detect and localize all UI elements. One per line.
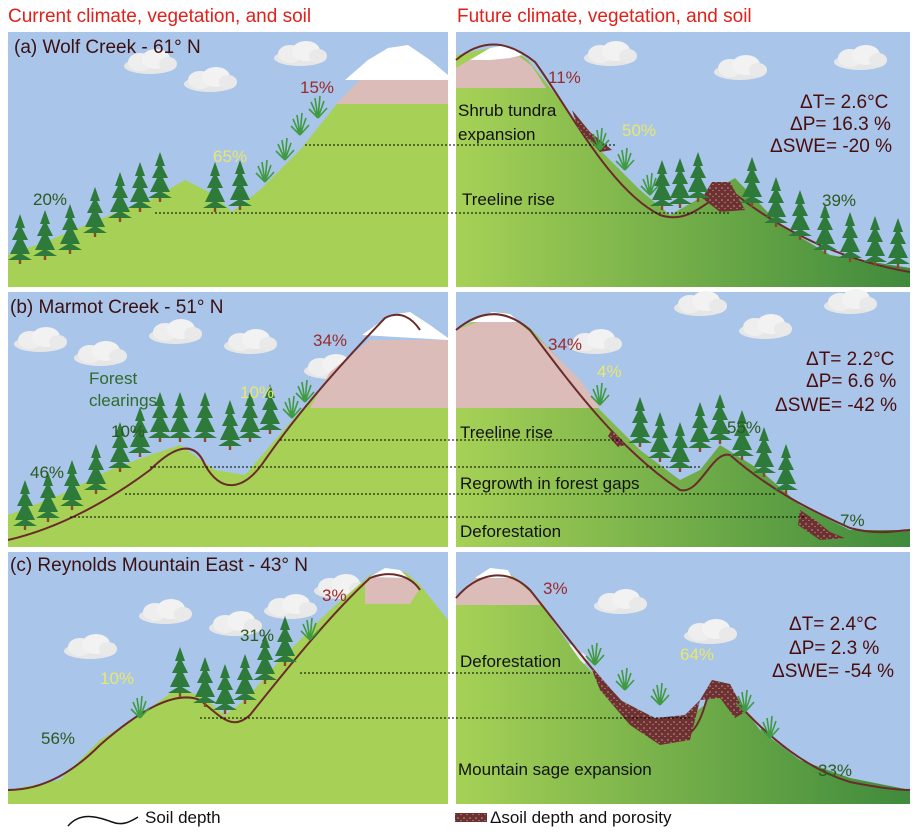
upper-percent-current: 31% (240, 626, 274, 645)
soil-depth-legend-icon (67, 815, 139, 827)
change-label: Shrub tundra (458, 101, 557, 120)
summit-percent-future: 34% (548, 335, 582, 354)
legend-soil-change: Δsoil depth and porosity (490, 808, 672, 827)
delta-p: ΔP= 6.6 % (806, 371, 896, 392)
snow-cap-icon (362, 312, 448, 340)
legend-soil-depth: Soil depth (145, 808, 221, 827)
change-label: Mountain sage expansion (458, 760, 652, 779)
delta-swe: ΔSWE= -54 % (772, 661, 894, 682)
mountain-current (8, 80, 448, 287)
soil-depth-line (455, 313, 911, 534)
delta-p: ΔP= 2.3 % (789, 638, 879, 659)
soil-change-patch (702, 182, 745, 212)
mountain-future (456, 45, 910, 287)
soil-change-patch (798, 510, 845, 540)
panel-b: (b) Marmot Creek - 51° N 34% 10% Forest … (7, 289, 911, 547)
change-label: Treeline rise (460, 423, 553, 442)
summit-percent-future: 11% (548, 68, 581, 87)
delta-t: ΔT= 2.6°C (800, 92, 888, 113)
panel-a-title: (a) Wolf Creek - 61° N (14, 37, 201, 58)
soil-change-legend-icon (455, 813, 487, 822)
change-label: expansion (458, 125, 536, 144)
delta-t: ΔT= 2.4°C (789, 614, 877, 635)
mid-percent-current: 10% (100, 669, 134, 688)
clearing-label: clearings (89, 391, 157, 410)
delta-p: ΔP= 16.3 % (790, 114, 891, 135)
left-header: Current climate, vegetation, and soil (8, 6, 312, 27)
lower-percent-future: 7% (840, 511, 865, 530)
mountain-current (8, 572, 448, 804)
upper-percent-current: 10% (240, 383, 274, 402)
change-label: Deforestation (460, 652, 561, 671)
change-label: Deforestation (460, 522, 561, 541)
soil-change-patch (590, 665, 700, 745)
lower-percent-current: 56% (41, 729, 75, 748)
panel-a: (a) Wolf Creek - 61° N 15% 65% 20% 11% 5… (8, 32, 911, 287)
upper-percent-future: 50% (622, 121, 656, 140)
clearing-label: Forest (89, 369, 137, 388)
summit-percent-current: 34% (313, 331, 347, 350)
mid-percent-future: 55% (727, 418, 761, 437)
soil-depth-line (455, 574, 911, 791)
lower-percent-future: 33% (818, 761, 852, 780)
summit-percent-current: 15% (300, 78, 334, 97)
delta-swe: ΔSWE= -20 % (770, 136, 892, 157)
soil-depth-line (7, 313, 421, 541)
change-label: Treeline rise (462, 190, 555, 209)
mountain-future (456, 570, 910, 804)
mountain-future (456, 312, 910, 547)
mid-percent-current: 10% (111, 422, 145, 441)
summit-percent-current: 3% (322, 586, 347, 605)
delta-swe: ΔSWE= -42 % (775, 395, 897, 416)
lower-percent-current: 20% (33, 190, 67, 209)
change-label: Regrowth in forest gaps (460, 474, 640, 493)
lower-percent-current: 46% (30, 463, 64, 482)
upper-percent-future: 4% (597, 362, 622, 381)
lower-percent-future: 39% (822, 191, 856, 210)
panel-c-title: (c) Reynolds Mountain East - 43° N (10, 555, 308, 576)
soil-depth-line (7, 573, 421, 791)
snow-cap-icon (345, 45, 448, 80)
summit-percent-future: 3% (543, 579, 568, 598)
upper-percent-future: 64% (680, 645, 714, 664)
soil-change-patch (608, 430, 625, 447)
upper-percent-current: 65% (213, 147, 247, 166)
panel-c: (c) Reynolds Mountain East - 43° N 3% 31… (7, 552, 911, 804)
soil-change-patch (700, 680, 745, 718)
soil-change-patch (572, 110, 612, 152)
panel-b-title: (b) Marmot Creek - 51° N (10, 297, 223, 318)
delta-t: ΔT= 2.2°C (806, 349, 894, 370)
right-header: Future climate, vegetation, and soil (457, 6, 752, 27)
